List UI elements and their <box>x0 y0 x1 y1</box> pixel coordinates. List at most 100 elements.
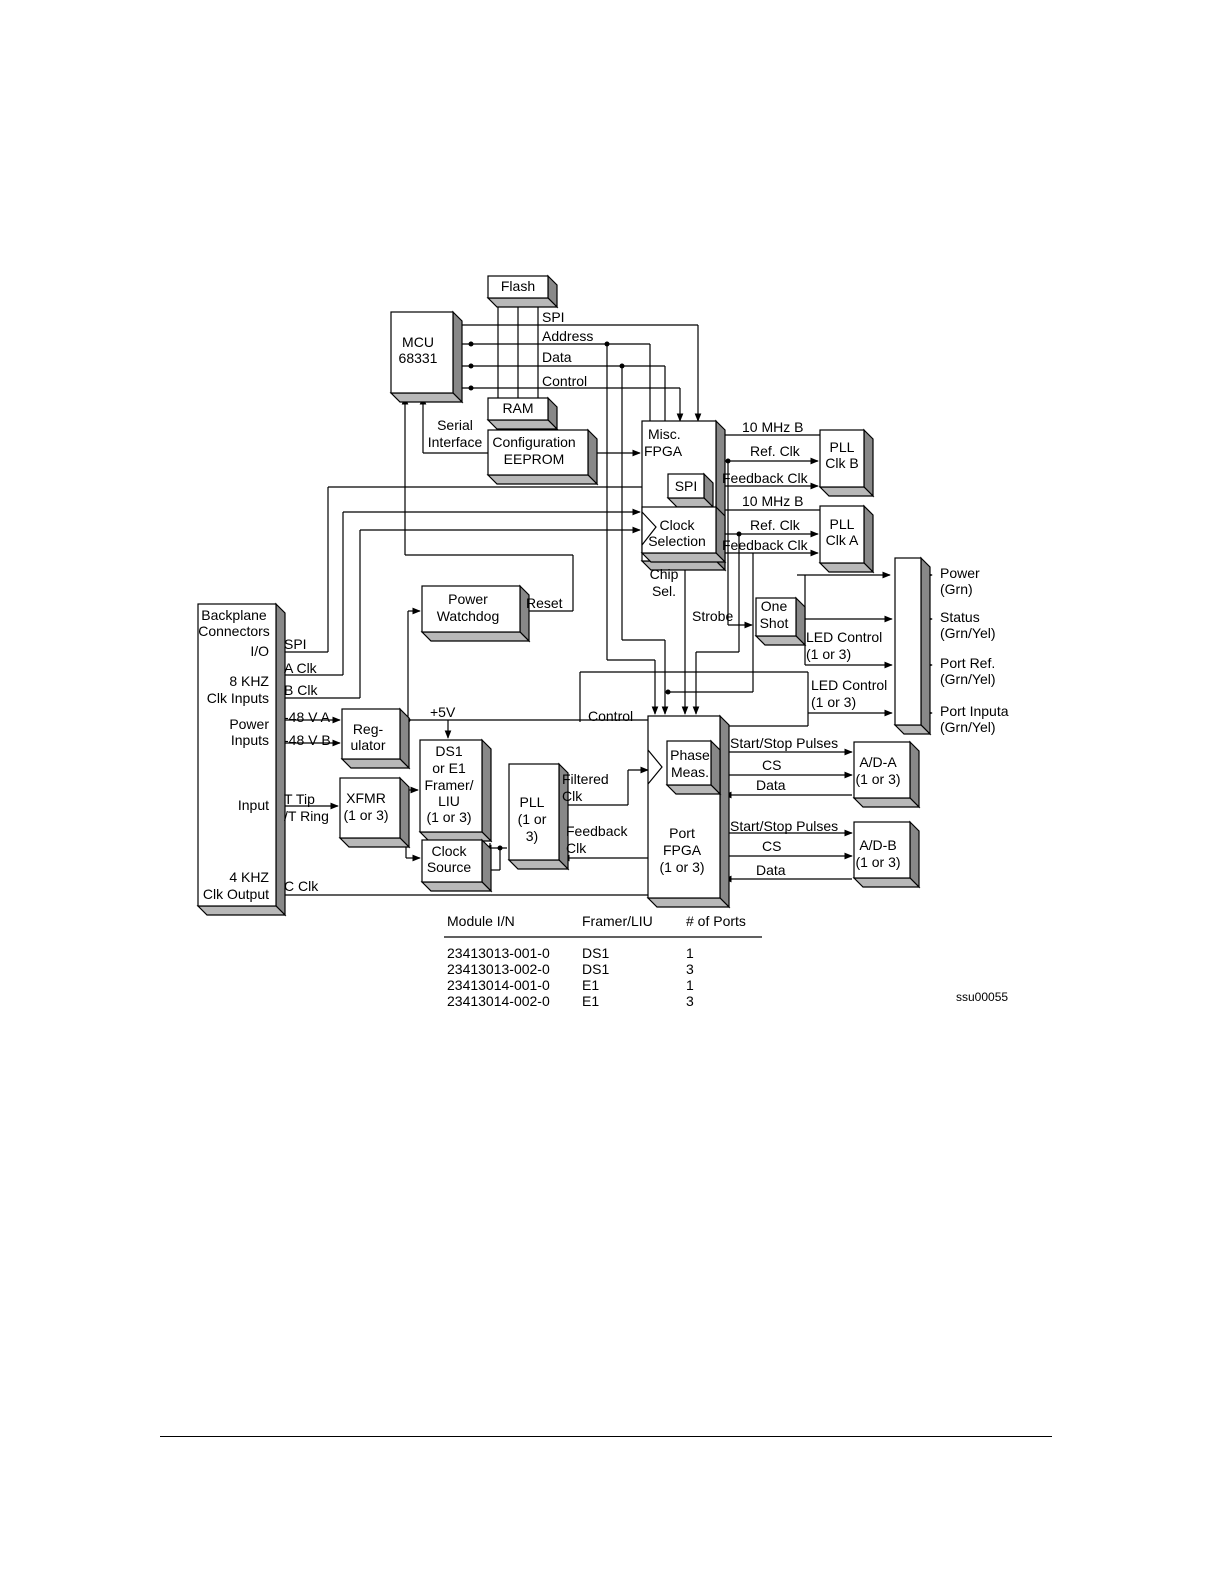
pll-b-label-1: PLL <box>830 439 855 455</box>
signal-ref-clk-2: Ref. Clk <box>750 517 801 533</box>
signal-data: Data <box>542 349 572 365</box>
signal-feedback-clk-1: Feedback Clk <box>722 470 809 486</box>
backplane-block <box>196 602 287 917</box>
output-bus-block <box>893 556 932 736</box>
signal-chip-sel-1: Chip <box>650 566 679 582</box>
signal-filtered-clk-1: Filtered <box>562 771 609 787</box>
adc-b-block <box>852 820 921 889</box>
output-status-2: (Grn/Yel) <box>940 625 996 641</box>
regulator-label-2: ulator <box>350 737 385 753</box>
pll-a-label-2: Clk A <box>826 532 859 548</box>
watchdog-block <box>420 584 531 643</box>
xfmr-label-2: (1 or 3) <box>343 807 388 823</box>
table-cell: DS1 <box>582 945 609 961</box>
pin-4khz-1: 4 KHZ <box>229 869 269 885</box>
backplane-label-1: Backplane <box>201 607 267 623</box>
regulator-block <box>340 707 411 770</box>
table-cell: 23413013-001-0 <box>447 945 550 961</box>
signal-plus5v: +5V <box>430 704 456 720</box>
misc-fpga-label-2: FPGA <box>644 443 683 459</box>
spi-block-label: SPI <box>675 478 698 494</box>
watchdog-label-2: Watchdog <box>437 608 500 624</box>
signal-reset: Reset <box>526 595 563 611</box>
pin-8khz-1: 8 KHZ <box>229 673 269 689</box>
mcu-block <box>389 310 464 404</box>
signal-cs-a: CS <box>762 757 781 773</box>
pll-b-label-2: Clk B <box>825 455 858 471</box>
regulator-label-1: Reg- <box>353 721 384 737</box>
signal-ref-clk-1: Ref. Clk <box>750 443 801 459</box>
clock-selection-label-2: Selection <box>648 533 706 549</box>
signal-start-stop-a: Start/Stop Pulses <box>730 735 838 751</box>
table-cell: 1 <box>686 945 694 961</box>
phase-meas-label-1: Phase <box>670 747 710 763</box>
table-cell: DS1 <box>582 961 609 977</box>
wires <box>275 298 933 899</box>
signal-control: Control <box>542 373 587 389</box>
flash-block <box>486 274 559 309</box>
signal-led-control-1a: LED Control <box>806 629 882 645</box>
port-fpga-label-3: (1 or 3) <box>659 859 704 875</box>
signal-serial-2: Interface <box>428 434 483 450</box>
output-port-input-2: (Grn/Yel) <box>940 719 996 735</box>
pll-a-block <box>818 504 875 574</box>
eeprom-block <box>486 428 599 486</box>
port-fpga-label-1: Port <box>669 825 695 841</box>
xfmr-label-1: XFMR <box>346 790 386 806</box>
pll-port-block <box>507 762 570 871</box>
signal-10mhz-b-2: 10 MHz B <box>742 493 803 509</box>
clock-source-block <box>420 838 493 893</box>
signal-data-a: Data <box>756 777 786 793</box>
output-port-ref-1: Port Ref. <box>940 655 995 671</box>
pin-power-2: Inputs <box>231 732 269 748</box>
eeprom-label-2: EEPROM <box>504 451 565 467</box>
table-cell: 23413014-001-0 <box>447 977 550 993</box>
table-header-framer: Framer/LIU <box>582 913 653 929</box>
adc-a-label-1: A/D-A <box>859 754 897 770</box>
output-port-ref-2: (Grn/Yel) <box>940 671 996 687</box>
adc-a-label-2: (1 or 3) <box>855 771 900 787</box>
signal-serial-1: Serial <box>437 417 473 433</box>
signal-chip-sel-2: Sel. <box>652 583 676 599</box>
signal-led-control-2b: (1 or 3) <box>811 694 856 710</box>
table-cell: E1 <box>582 993 599 1009</box>
adc-b-label-1: A/D-B <box>859 837 896 853</box>
pin-48va: -48 V A <box>284 709 331 725</box>
one-shot-label-2: Shot <box>760 615 789 631</box>
table-cell: E1 <box>582 977 599 993</box>
output-port-input-1: Port Inputa <box>940 703 1009 719</box>
phase-meas-chevron <box>647 749 663 785</box>
flash-label: Flash <box>501 278 535 294</box>
ram-block <box>486 396 559 431</box>
table-cell: 23413013-002-0 <box>447 961 550 977</box>
framer-label-1: DS1 <box>435 743 462 759</box>
mcu-label-1: MCU <box>402 334 434 350</box>
framer-label-3: Framer/ <box>425 777 474 793</box>
clock-source-label-1: Clock <box>431 843 467 859</box>
signal-control-low: Control <box>588 708 633 724</box>
clock-selection-label-1: Clock <box>659 517 695 533</box>
xfmr-block <box>338 776 411 849</box>
pin-a-clk: A Clk <box>284 660 318 676</box>
signal-data-b: Data <box>756 862 786 878</box>
port-fpga-label-2: FPGA <box>663 842 702 858</box>
table-cell: 1 <box>686 977 694 993</box>
framer-label-2: or E1 <box>432 760 466 776</box>
signal-feedback-port-2: Clk <box>566 840 587 856</box>
pin-48vb: -48 V B <box>284 732 331 748</box>
signal-feedback-clk-2: Feedback Clk <box>722 537 809 553</box>
signal-feedback-port-1: Feedback <box>566 823 628 839</box>
signal-spi: SPI <box>542 309 565 325</box>
signal-filtered-clk-2: Clk <box>562 788 583 804</box>
spi-block <box>666 472 715 509</box>
pin-input: Input <box>238 797 269 813</box>
pin-8khz-2: Clk Inputs <box>207 690 269 706</box>
clock-select-chevron <box>641 511 657 546</box>
pin-io: I/O <box>250 643 269 659</box>
table-header-ports: # of Ports <box>686 913 746 929</box>
phase-meas-label-2: Meas. <box>671 764 709 780</box>
clock-source-label-2: Source <box>427 859 472 875</box>
table-cell: 3 <box>686 993 694 1009</box>
table-cell: 23413014-002-0 <box>447 993 550 1009</box>
